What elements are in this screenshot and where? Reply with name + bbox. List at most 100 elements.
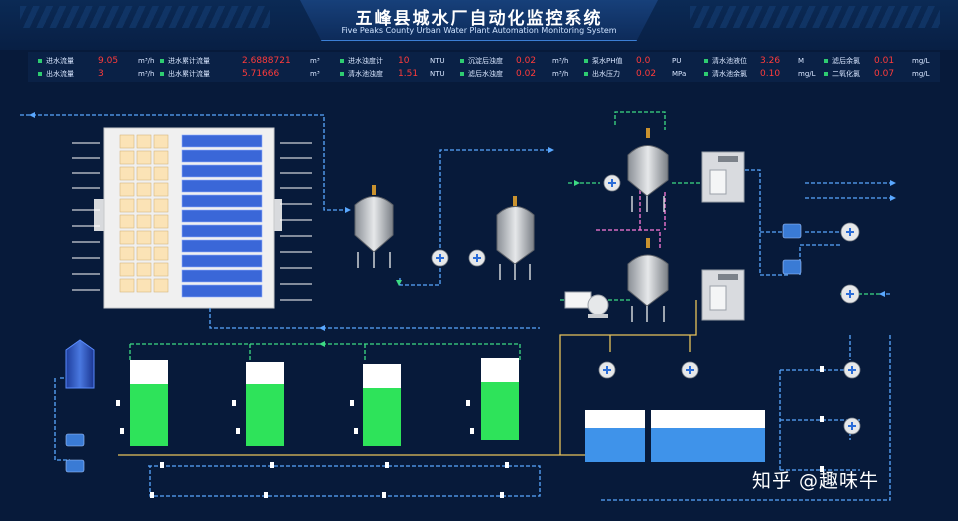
metric-value: 0.0: [636, 56, 651, 66]
metric-label: 二氧化氯: [832, 70, 860, 78]
metric-settled-turbidity: 沉淀后浊度 0.02 m³/h: [460, 55, 590, 67]
blue-pipes: [20, 114, 548, 497]
metric-inlet-total: 进水累计流量 2.6888721 m³: [160, 55, 330, 67]
status-dot: [584, 59, 588, 63]
control-cabinet-2: [701, 269, 745, 321]
metric-value: 0.01: [874, 56, 895, 66]
metric-label: 清水池余氯: [712, 70, 747, 78]
pink-pipes: [596, 160, 666, 250]
metric-unit: m³: [310, 57, 320, 65]
metric-value: 9.05: [98, 56, 119, 66]
metric-outlet-flow: 出水流量 3 m³/h: [38, 68, 178, 80]
metric-outlet-total: 出水累计流量 5.71666 m³: [160, 68, 330, 80]
valve-markers: [116, 366, 824, 498]
metric-label: 出水累计流量: [168, 70, 210, 78]
air-blower: [564, 291, 609, 318]
motor-icons: [65, 223, 802, 473]
metric-unit: m³/h: [138, 70, 155, 78]
metric-label: 进水累计流量: [168, 57, 210, 65]
metric-value: 0.07: [874, 69, 895, 79]
process-diagram: [20, 111, 896, 501]
metric-unit: m³/h: [552, 70, 569, 78]
status-dot: [704, 59, 708, 63]
header-decoration-right: [690, 6, 940, 28]
metric-label: 出水流量: [46, 70, 74, 78]
status-dot: [824, 59, 828, 63]
tank-3: [363, 364, 401, 446]
tank-2: [246, 362, 284, 446]
metric-value: 0.02: [636, 69, 657, 79]
green-flow-arrows: [319, 180, 580, 347]
status-dot: [460, 59, 464, 63]
header-bar: 五峰县城水厂自动化监控系统 Five Peaks County Urban Wa…: [0, 0, 958, 50]
metric-unit: mg/L: [912, 70, 930, 78]
chemical-silo-2: [496, 196, 535, 280]
clarifier-unit: [94, 127, 282, 309]
metric-value: 5.71666: [242, 69, 280, 79]
metric-unit: m³/h: [138, 57, 155, 65]
status-dot: [340, 72, 344, 76]
metric-label: 泵水PH值: [592, 57, 623, 65]
metric-clearwater-level: 清水池液位 3.26 M: [704, 55, 824, 67]
chemical-silo-4: [627, 238, 669, 322]
tank-1: [130, 360, 168, 446]
metric-inlet-flow: 进水流量 9.05 m³/h: [38, 55, 178, 67]
metric-value: 1.51: [398, 69, 419, 79]
status-dot: [340, 59, 344, 63]
page-title: 五峰县城水厂自动化监控系统: [355, 9, 603, 29]
metric-clearwater-chlorine: 清水池余氯 0.10 mg/L: [704, 68, 824, 80]
status-dot: [160, 72, 164, 76]
chemical-silo-1: [354, 185, 394, 268]
metric-inlet-turbidity: 进水浊度计 10 NTU: [340, 55, 460, 67]
metric-label: 滤后水浊度: [468, 70, 503, 78]
metric-clearwater-turbidity: 清水池浊度 1.51 NTU: [340, 68, 460, 80]
metric-value: 0.02: [516, 56, 537, 66]
metric-chlorine-dioxide: 二氧化氯 0.07 mg/L: [824, 68, 940, 80]
metric-filtered-turbidity: 滤后水浊度 0.02 m³/h: [460, 68, 590, 80]
metric-unit: m³/h: [552, 57, 569, 65]
status-dot: [160, 59, 164, 63]
metric-value: 3: [98, 69, 104, 79]
title-plate: [300, 0, 658, 41]
metric-label: 出水压力: [592, 70, 620, 78]
metric-unit: mg/L: [798, 70, 816, 78]
pump-icons: [431, 174, 861, 435]
status-dot: [38, 72, 42, 76]
metric-unit: M: [798, 57, 805, 65]
metric-label: 沉淀后浊度: [468, 57, 503, 65]
metric-unit: PU: [672, 57, 682, 65]
metrics-panel: 进水流量 9.05 m³/h 出水流量 3 m³/h 进水累计流量 2.6888…: [28, 52, 940, 82]
status-dot: [824, 72, 828, 76]
status-dot: [38, 59, 42, 63]
metric-unit: NTU: [430, 70, 445, 78]
metric-value: 10: [398, 56, 410, 66]
status-dot: [584, 72, 588, 76]
clear-water-basins: [585, 410, 765, 462]
control-cabinet-1: [701, 151, 745, 203]
sediment-cells: [119, 134, 169, 293]
metric-ph: 泵水PH值 0.0 PU: [584, 55, 704, 67]
metric-unit: mg/L: [912, 57, 930, 65]
watermark-text: 知乎 @趣味牛: [752, 470, 880, 492]
chemical-silo-3: [627, 128, 669, 212]
header-decoration-left: [20, 6, 270, 28]
status-dot: [704, 72, 708, 76]
metric-label: 滤后余氯: [832, 57, 860, 65]
metric-value: 2.6888721: [242, 56, 291, 66]
status-dot: [460, 72, 464, 76]
flow-arrows: [29, 112, 896, 331]
metric-outlet-pressure: 出水压力 0.02 MPa: [584, 68, 704, 80]
metric-value: 0.02: [516, 69, 537, 79]
metric-unit: NTU: [430, 57, 445, 65]
metric-filtered-chlorine: 滤后余氯 0.01 mg/L: [824, 55, 940, 67]
metric-label: 进水流量: [46, 57, 74, 65]
metric-label: 进水浊度计: [348, 57, 383, 65]
metric-label: 清水池浊度: [348, 70, 383, 78]
tank-4: [481, 358, 519, 440]
storage-tanks: [130, 358, 519, 446]
yellow-pipes: [118, 300, 697, 456]
metric-unit: MPa: [672, 70, 687, 78]
clarifier-side-valves: [72, 142, 312, 301]
metric-value: 3.26: [760, 56, 781, 66]
pressure-vessel: [65, 339, 95, 389]
